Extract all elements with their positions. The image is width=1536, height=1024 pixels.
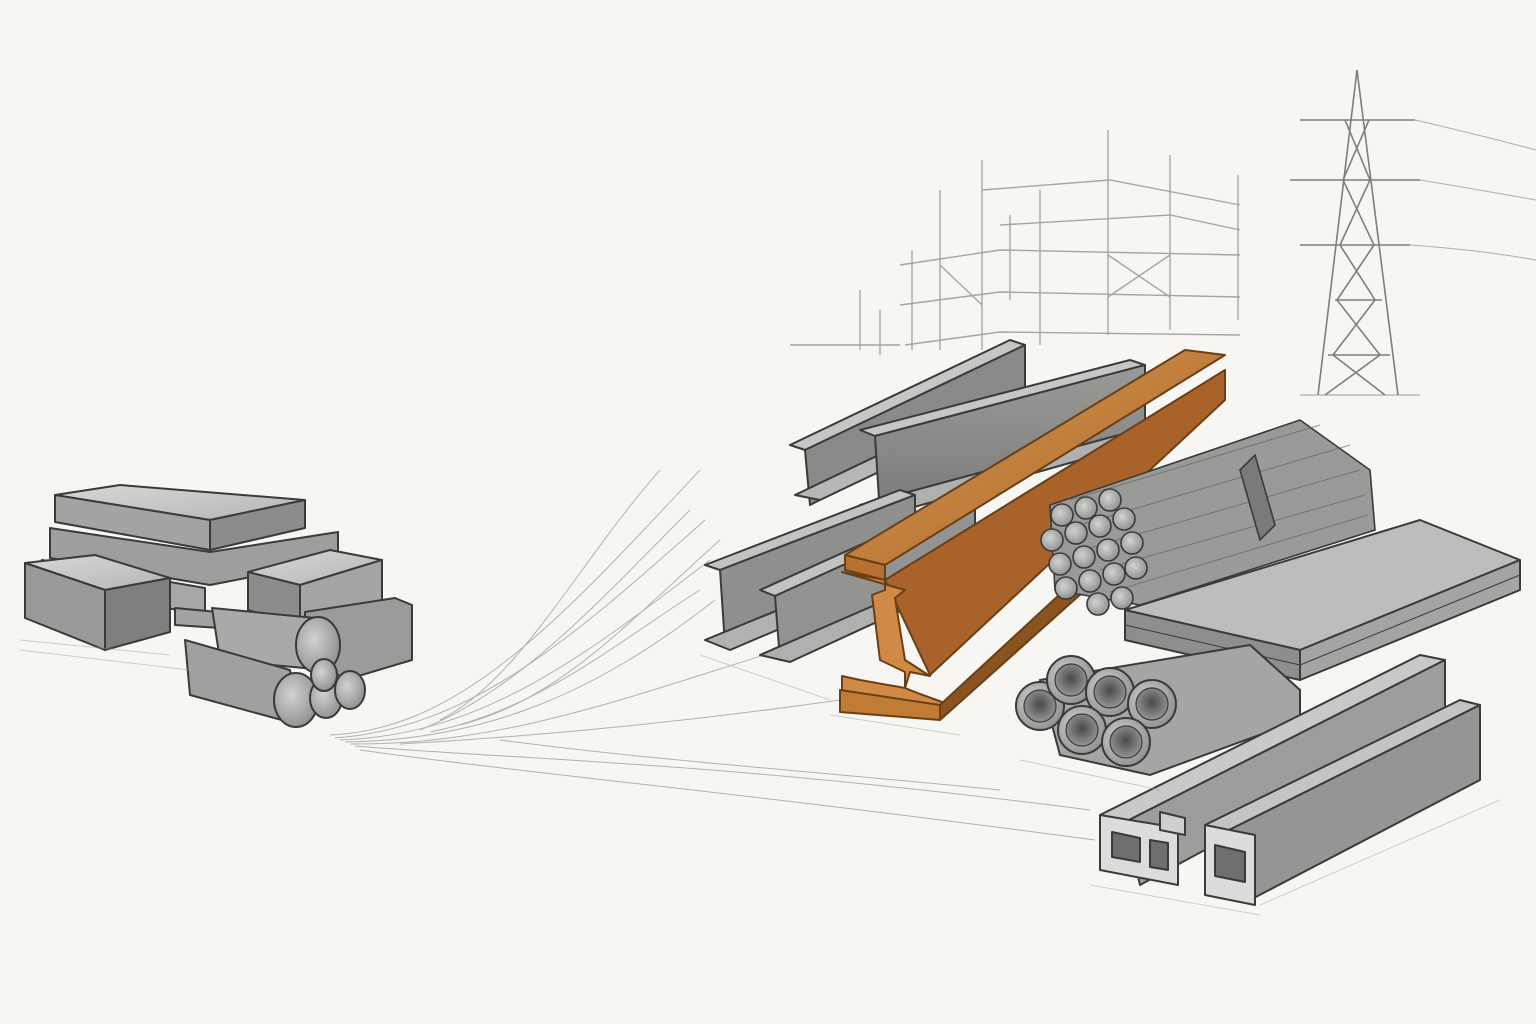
transmission-tower	[1290, 69, 1536, 396]
steel-pipes	[1015, 643, 1301, 777]
aluminum-extrusions	[1099, 654, 1481, 906]
motion-strokes	[329, 469, 1096, 841]
rebar-bundle	[1040, 419, 1376, 616]
building-frame	[790, 130, 1241, 355]
steel-billets-and-round-bars	[24, 484, 413, 728]
ground-shading	[19, 639, 1501, 916]
